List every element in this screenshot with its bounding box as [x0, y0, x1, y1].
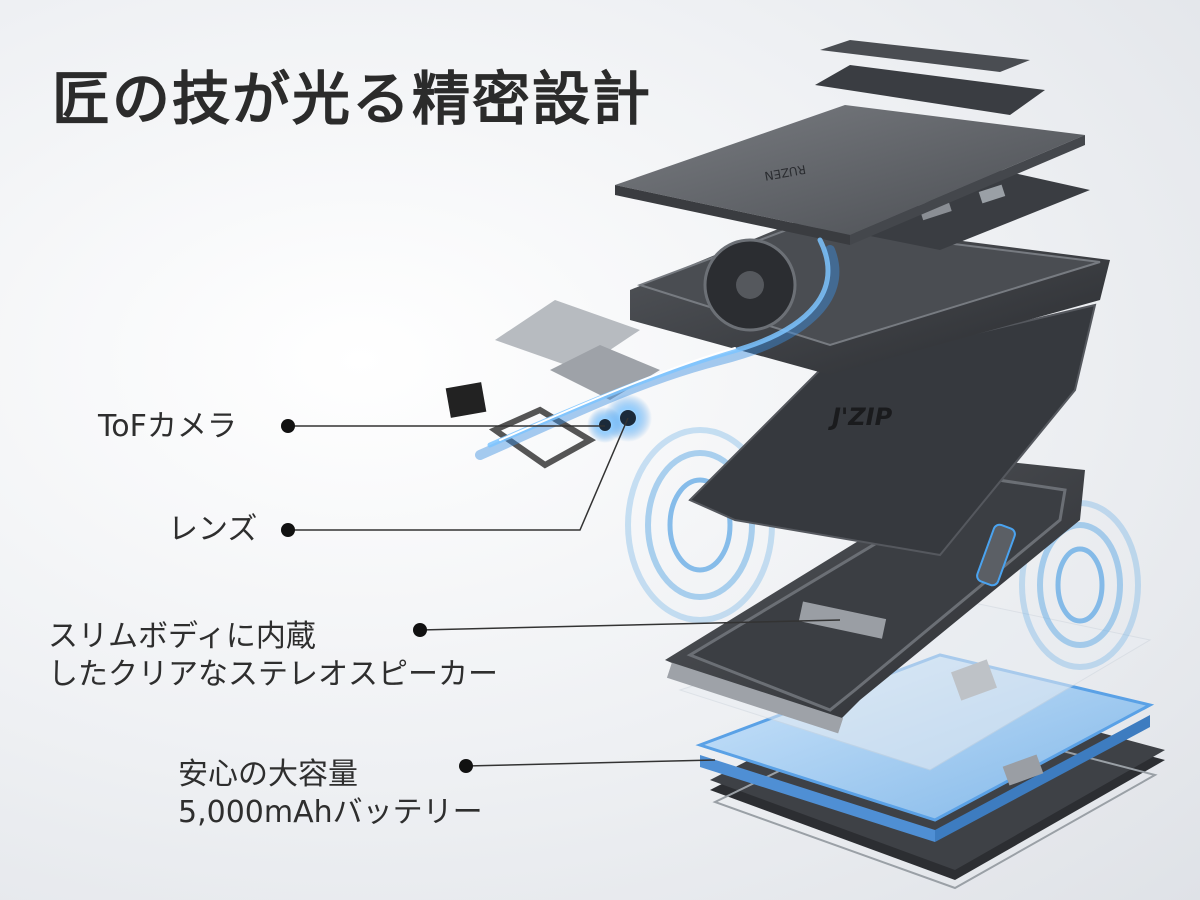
callout-label-battery: 安心の大容量 5,000mAhバッテリー: [178, 756, 483, 832]
callout-label-lens: レンズ: [168, 511, 257, 549]
button-strip: [815, 40, 1045, 115]
callout-dot-speaker: [413, 623, 427, 637]
main-body: [630, 220, 1110, 375]
callout-lens-line1: レンズ: [168, 512, 258, 547]
callout-label-speaker: スリムボディに内蔵 したクリアなステレオスピーカー: [48, 618, 498, 694]
callout-battery-line1: 安心の大容量: [178, 757, 358, 792]
callout-speaker-line2: したクリアなステレオスピーカー: [48, 657, 498, 692]
top-lid: [615, 105, 1085, 245]
camera-module: [445, 300, 660, 469]
callout-dot-lens: [281, 523, 295, 537]
callout-battery-line2: 5,000mAhバッテリー: [178, 795, 483, 830]
light-streak: [475, 237, 840, 460]
callout-dot-battery: [459, 759, 473, 773]
callout-lines: [288, 417, 841, 767]
brand-logo: J'ZIP: [828, 403, 893, 431]
callout-label-tof: ToFカメラ: [98, 408, 237, 446]
callout-tof-line1: ToFカメラ: [98, 409, 237, 444]
page-title: 匠の技が光る精密設計: [52, 65, 653, 133]
bottom-chassis: [665, 460, 1085, 734]
callout-speaker-line1: スリムボディに内蔵: [48, 619, 316, 654]
callout-dot-tof: [281, 419, 295, 433]
